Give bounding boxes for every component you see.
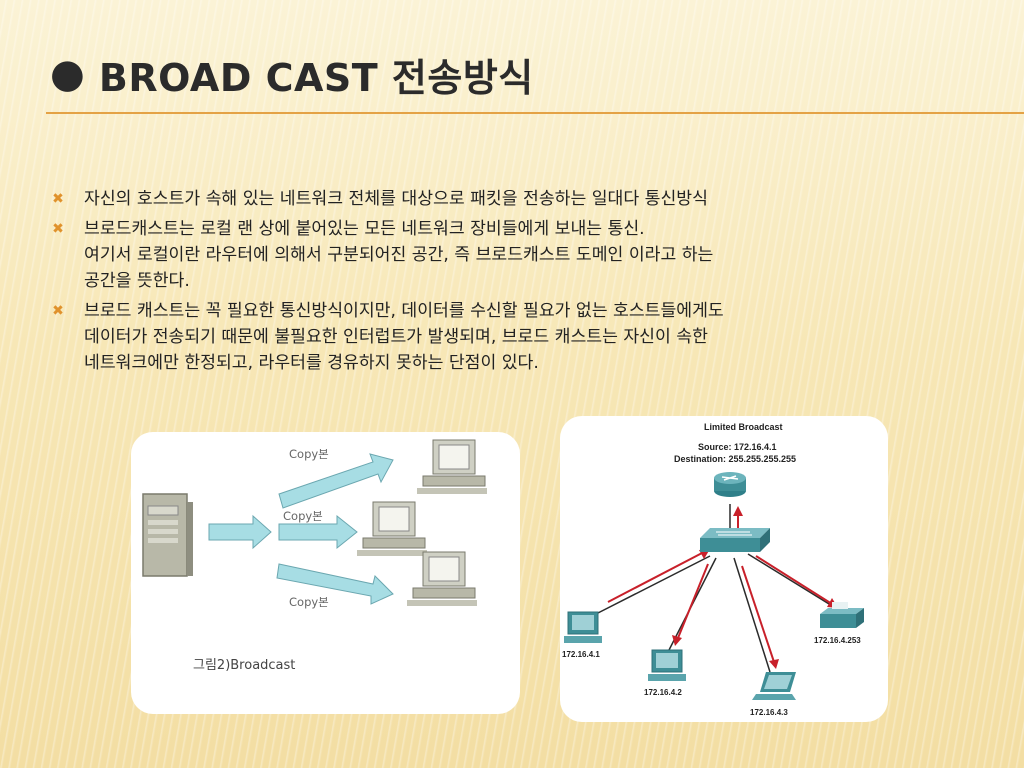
bullet-item-2: ✖ 브로드캐스트는 로컬 랜 상에 붙어있는 모든 네트워크 장비들에게 보내는… — [48, 216, 1008, 294]
figure-caption: 그림2)Broadcast — [193, 658, 296, 673]
arrow-up-icon — [278, 453, 394, 509]
x-bullet-icon: ✖ — [52, 221, 64, 237]
copy-label-2: Copy본 — [283, 509, 323, 523]
router-icon — [714, 472, 746, 497]
server-icon — [142, 493, 193, 577]
bullet-2-line-2: 여기서 로컬이란 라우터에 의해서 구분되어진 공간, 즉 브로드캐스트 도메인… — [84, 245, 714, 265]
host-label-1: 172.16.4.1 — [562, 650, 600, 659]
computer-icon — [407, 551, 477, 606]
bullet-item-3: ✖ 브로드 캐스트는 꼭 필요한 통신방식이지만, 데이터를 수신할 필요가 없… — [48, 298, 1008, 376]
bullet-3-line-1: 브로드 캐스트는 꼭 필요한 통신방식이지만, 데이터를 수신할 필요가 없는 … — [84, 301, 724, 321]
printer-icon — [820, 602, 864, 628]
host-label-2: 172.16.4.2 — [644, 688, 682, 697]
pc-icon — [564, 611, 602, 643]
limited-broadcast-figure: Limited Broadcast Source: 172.16.4.1 Des… — [560, 416, 888, 722]
switch-icon — [700, 528, 770, 552]
bullet-3-line-3: 네트워크에만 한정되고, 라우터를 경유하지 못하는 단점이 있다. — [84, 353, 539, 373]
computer-icon — [417, 439, 487, 494]
bullet-item-1: ✖ 자신의 호스트가 속해 있는 네트워크 전체를 대상으로 패킷을 전송하는 … — [48, 186, 1008, 212]
bullet-1-line-1: 자신의 호스트가 속해 있는 네트워크 전체를 대상으로 패킷을 전송하는 일대… — [84, 189, 708, 209]
broadcast-diagram — [142, 439, 487, 606]
title-text: BROAD CAST 전송방식 — [98, 55, 534, 100]
title-bullet: ● — [50, 51, 85, 97]
laptop-icon — [752, 672, 796, 700]
broadcast-figure: Copy본 Copy본 Copy본 그림2)Broadcast — [131, 432, 520, 714]
arrow-server-icon — [208, 514, 272, 550]
copy-label-3: Copy본 — [289, 595, 329, 609]
pc-icon — [648, 649, 686, 681]
copy-label-1: Copy본 — [289, 447, 329, 461]
host-label-3: 172.16.4.3 — [750, 708, 788, 717]
bullet-2-line-1: 브로드캐스트는 로컬 랜 상에 붙어있는 모든 네트워크 장비들에게 보내는 통… — [84, 219, 645, 239]
x-bullet-icon: ✖ — [52, 191, 64, 207]
host-label-4: 172.16.4.253 — [814, 636, 861, 645]
arrow-down-icon — [276, 563, 394, 605]
limited-broadcast-diagram — [564, 472, 864, 700]
source-label: Source: 172.16.4.1 — [698, 442, 777, 452]
bullet-list: ✖ 자신의 호스트가 속해 있는 네트워크 전체를 대상으로 패킷을 전송하는 … — [48, 186, 1008, 380]
destination-label: Destination: 255.255.255.255 — [674, 454, 797, 464]
bullet-3-line-2: 데이터가 전송되기 때문에 불필요한 인터럽트가 발생되며, 브로드 캐스트는 … — [84, 327, 708, 347]
computer-icon — [357, 501, 427, 556]
arrow-middle-icon — [278, 514, 358, 550]
slide-title: ● BROAD CAST 전송방식 — [50, 44, 534, 104]
bullet-2-line-3: 공간을 뜻한다. — [84, 271, 190, 291]
x-bullet-icon: ✖ — [52, 303, 64, 319]
diagram-title: Limited Broadcast — [704, 422, 783, 432]
title-divider — [46, 112, 1024, 114]
